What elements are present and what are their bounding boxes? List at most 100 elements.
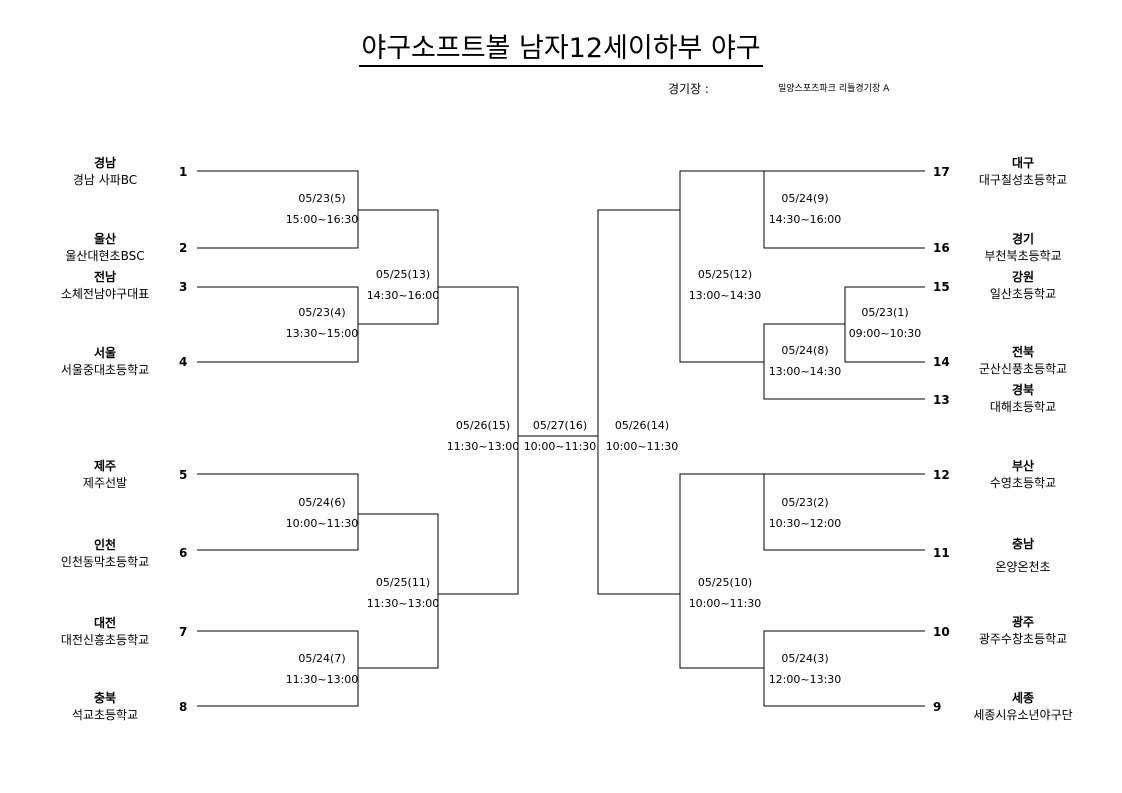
team-region: 전북 xyxy=(1011,345,1035,359)
match-date: 05/24(6) xyxy=(298,496,346,509)
match-time: 14:30~16:00 xyxy=(768,213,842,226)
match-date: 05/24(8) xyxy=(781,344,829,357)
team-region: 경남 xyxy=(93,156,117,170)
seed-number: 9 xyxy=(933,700,942,714)
bracket-line xyxy=(763,170,925,249)
match-8-label: 05/24(8) 13:00~14:30 xyxy=(760,340,850,382)
match-2-label: 05/23(2) 10:30~12:00 xyxy=(760,492,850,534)
match-date: 05/26(14) xyxy=(614,419,670,432)
match-date: 05/24(7) xyxy=(298,652,346,665)
team-region: 광주 xyxy=(1011,615,1035,629)
match-6-label: 05/24(6) 10:00~11:30 xyxy=(277,492,367,534)
seed-number: 17 xyxy=(933,165,950,179)
team-left-3: 전남 소체전남야구대표 xyxy=(30,269,180,303)
seed-number: 16 xyxy=(933,241,950,255)
match-7-label: 05/24(7) 11:30~13:00 xyxy=(277,648,367,690)
match-date: 05/27(16) xyxy=(532,419,588,432)
match-1-label: 05/23(1) 09:00~10:30 xyxy=(840,302,930,344)
team-region: 충북 xyxy=(93,691,117,705)
match-date: 05/25(10) xyxy=(697,576,753,589)
team-school: 온양온천초 xyxy=(995,560,1051,574)
match-date: 05/23(4) xyxy=(298,306,346,319)
team-right-15: 강원 일산초등학교 xyxy=(948,269,1098,303)
team-region: 울산 xyxy=(93,232,117,246)
seed-number: 4 xyxy=(179,355,188,369)
team-right-16: 경기 부천북초등학교 xyxy=(948,231,1098,265)
seed-number: 11 xyxy=(933,546,950,560)
team-school: 인천동막초등학교 xyxy=(60,555,150,569)
team-region: 대전 xyxy=(93,616,117,630)
team-school: 수영초등학교 xyxy=(989,476,1057,490)
match-date: 05/23(1) xyxy=(861,306,909,319)
match-time: 13:30~15:00 xyxy=(285,327,359,340)
team-school: 소체전남야구대표 xyxy=(60,287,150,301)
match-10-label: 05/25(10) 10:00~11:30 xyxy=(680,572,770,614)
match-11-label: 05/25(11) 11:30~13:00 xyxy=(358,572,448,614)
match-5-label: 05/23(5) 15:00~16:30 xyxy=(277,188,367,230)
match-date: 05/26(15) xyxy=(455,419,511,432)
match-date: 05/25(12) xyxy=(697,268,753,281)
team-region: 충남 xyxy=(1011,537,1035,551)
seed-number: 2 xyxy=(179,241,188,255)
match-time: 10:00~11:30 xyxy=(285,517,359,530)
seed-number: 3 xyxy=(179,280,188,294)
match-time: 10:00~11:30 xyxy=(523,440,597,453)
match-time: 10:00~11:30 xyxy=(688,597,762,610)
match-15-label: 05/26(15) 11:30~13:00 xyxy=(438,415,528,457)
seed-number: 6 xyxy=(179,546,188,560)
team-left-4: 서울 서울중대초등학교 xyxy=(30,345,180,379)
match-time: 11:30~13:00 xyxy=(285,673,359,686)
team-school: 군산신풍초등학교 xyxy=(978,362,1068,376)
team-left-2: 울산 울산대현초BSC xyxy=(30,231,180,265)
seed-number: 7 xyxy=(179,625,188,639)
bracket-line xyxy=(597,209,680,595)
team-left-8: 충북 석교초등학교 xyxy=(30,690,180,724)
match-time: 12:00~13:30 xyxy=(768,673,842,686)
team-school: 대전신흥초등학교 xyxy=(60,633,150,647)
bracket-line xyxy=(197,473,359,551)
match-time: 11:30~13:00 xyxy=(366,597,440,610)
team-left-7: 대전 대전신흥초등학교 xyxy=(30,615,180,649)
match-time: 13:00~14:30 xyxy=(688,289,762,302)
match-9-label: 05/24(9) 14:30~16:00 xyxy=(760,188,850,230)
team-school: 제주선발 xyxy=(82,476,128,490)
match-date: 05/24(9) xyxy=(781,192,829,205)
match-12-label: 05/25(12) 13:00~14:30 xyxy=(680,264,770,306)
bracket-line xyxy=(358,513,439,669)
team-school: 서울중대초등학교 xyxy=(60,363,150,377)
team-school: 울산대현초BSC xyxy=(65,249,145,263)
seed-number: 12 xyxy=(933,468,950,482)
match-time: 11:30~13:00 xyxy=(446,440,520,453)
team-school: 일산초등학교 xyxy=(989,287,1057,301)
team-school: 경남 사파BC xyxy=(72,173,138,187)
seed-number: 10 xyxy=(933,625,950,639)
seed-number: 13 xyxy=(933,393,950,407)
seed-number: 14 xyxy=(933,355,950,369)
match-date: 05/25(11) xyxy=(375,576,431,589)
team-school: 대구칠성초등학교 xyxy=(978,173,1068,187)
team-school: 부천북초등학교 xyxy=(984,249,1062,263)
team-region: 대구 xyxy=(1011,156,1035,170)
team-region: 부산 xyxy=(1011,459,1035,473)
match-16-final-label: 05/27(16) 10:00~11:30 xyxy=(515,415,605,457)
team-right-10: 광주 광주수창초등학교 xyxy=(948,614,1098,648)
seed-number: 5 xyxy=(179,468,188,482)
match-time: 10:30~12:00 xyxy=(768,517,842,530)
seed-number: 15 xyxy=(933,280,950,294)
venue-value: 밀양스포츠파크 리틀경기장 A xyxy=(778,84,890,94)
bracket-line xyxy=(358,209,439,325)
team-school: 석교초등학교 xyxy=(71,708,139,722)
bracket-line xyxy=(679,170,764,363)
match-14-label: 05/26(14) 10:00~11:30 xyxy=(597,415,687,457)
venue-label: 경기장 : xyxy=(668,82,709,96)
match-time: 15:00~16:30 xyxy=(285,213,359,226)
team-right-11: 충남 온양온천초 xyxy=(948,536,1098,576)
team-region: 서울 xyxy=(93,346,117,360)
team-right-17: 대구 대구칠성초등학교 xyxy=(948,155,1098,189)
team-school: 광주수창초등학교 xyxy=(978,632,1068,646)
match-date: 05/25(13) xyxy=(375,268,431,281)
team-region: 전남 xyxy=(93,270,117,284)
match-time: 13:00~14:30 xyxy=(768,365,842,378)
bracket-line xyxy=(763,473,925,551)
